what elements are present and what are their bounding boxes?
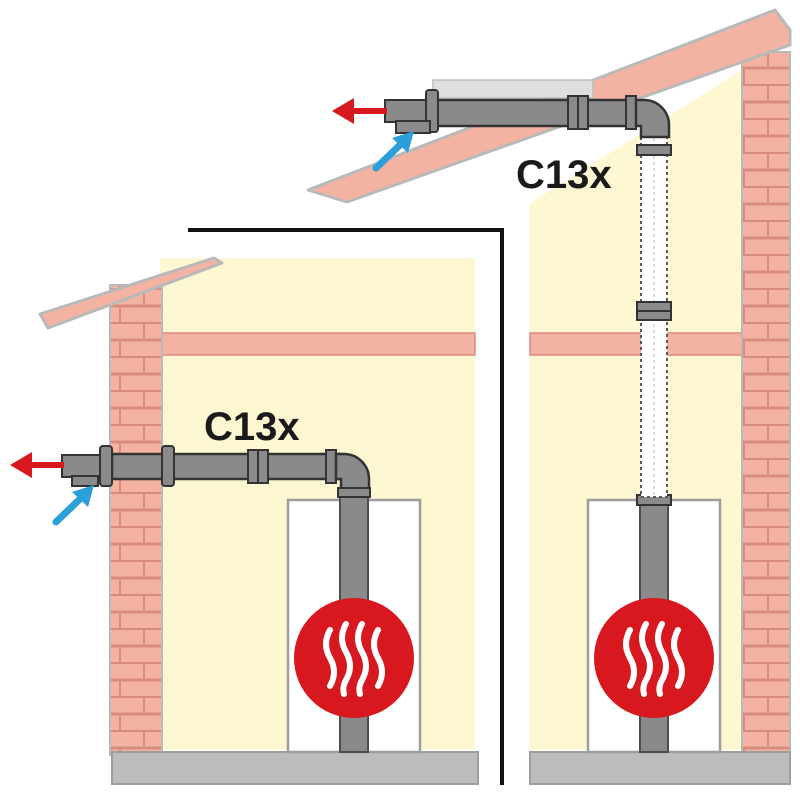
left-heat-circle bbox=[294, 598, 414, 718]
right-building: C13x bbox=[306, 8, 792, 785]
intake-arrow-icon bbox=[52, 485, 94, 526]
left-flue-joint-3 bbox=[325, 449, 337, 484]
left-flue bbox=[61, 445, 371, 498]
left-flue-collar bbox=[99, 445, 113, 487]
right-floor bbox=[529, 751, 791, 785]
right-vent-label: C13x bbox=[516, 153, 612, 197]
right-flue-joint-1 bbox=[567, 95, 579, 130]
heat-waves-icon bbox=[623, 621, 685, 697]
right-flue-joint-2 bbox=[577, 95, 589, 130]
right-brick-wall bbox=[741, 51, 791, 753]
right-heat-circle bbox=[594, 598, 714, 718]
left-flue-joint-1 bbox=[247, 449, 259, 484]
right-flue-pipe bbox=[428, 98, 638, 128]
left-elbow-band bbox=[337, 487, 371, 498]
left-roof bbox=[38, 256, 224, 330]
right-riser-joint-2 bbox=[636, 301, 672, 312]
right-room-beam bbox=[529, 332, 743, 356]
right-flue-riser bbox=[636, 131, 672, 498]
right-heat-badge bbox=[594, 598, 714, 718]
left-flue-collar-2 bbox=[161, 445, 175, 487]
left-flue-bracket bbox=[71, 475, 99, 487]
intake-arrow-icon bbox=[372, 131, 414, 172]
right-flue bbox=[384, 89, 671, 139]
left-building: C13x bbox=[10, 228, 504, 785]
left-flue-pipe bbox=[110, 452, 342, 481]
left-outline bbox=[188, 228, 504, 785]
left-vent-label: C13x bbox=[204, 405, 300, 449]
left-floor bbox=[111, 751, 479, 785]
left-brick-wall bbox=[109, 284, 163, 756]
heat-waves-icon bbox=[323, 621, 385, 697]
left-heat-badge bbox=[294, 598, 414, 718]
right-flue-bracket bbox=[395, 120, 431, 134]
left-room-beam bbox=[159, 332, 476, 356]
right-riser-joint-3 bbox=[636, 310, 672, 321]
right-riser-joint-1 bbox=[636, 144, 672, 156]
right-flue-elbow bbox=[634, 98, 671, 139]
exhaust-arrow-icon bbox=[332, 98, 387, 124]
exhaust-arrow-icon bbox=[10, 452, 64, 478]
right-flue-joint-3 bbox=[625, 95, 637, 130]
left-flue-joint-2 bbox=[257, 449, 269, 484]
